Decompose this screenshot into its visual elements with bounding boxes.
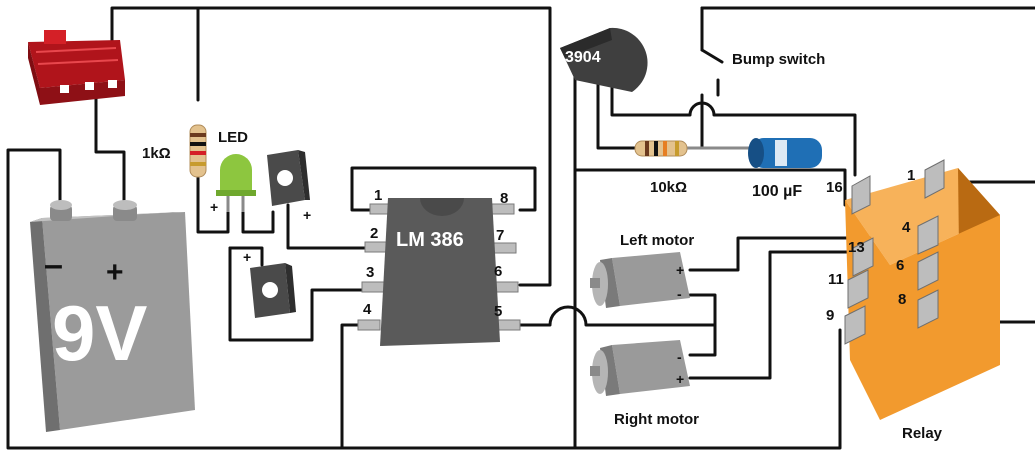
wires: [6, 6, 1035, 450]
right-motor-plus: +: [676, 371, 684, 387]
transistor-label: 3904: [565, 49, 601, 66]
wire-motor-link: [688, 323, 717, 357]
chip-pin-4: 4: [363, 301, 372, 318]
wire-switch-to-pin6: [110, 6, 552, 287]
relay-pin-6: 6: [896, 257, 904, 274]
resistor-1k-label: 1kΩ: [142, 145, 171, 162]
chip-pin-2: 2: [370, 225, 378, 242]
wire-1k-to-led: [196, 176, 230, 234]
relay-pin-1: 1: [907, 167, 915, 184]
wire-left-motor-plus: [688, 236, 917, 272]
light-sensor-bottom: [250, 263, 296, 318]
led-label: LED: [218, 129, 248, 146]
wire-pot2-top: [228, 246, 264, 267]
chip-pin-7: 7: [496, 227, 504, 244]
chip-pin-1: 1: [374, 187, 382, 204]
chip-pin-5: 5: [494, 303, 502, 320]
light-sensor-top: [267, 150, 310, 206]
relay-pin-13: 13: [848, 239, 865, 256]
sensor-bottom-plus: +: [243, 249, 251, 265]
resistor-10k-label: 10kΩ: [650, 179, 687, 196]
wire-led-to-pot: [241, 210, 275, 234]
wire-pin1-to-pin8: [350, 166, 537, 212]
lm386-chip: [357, 198, 521, 346]
wire-pin5-to-motors: [513, 293, 717, 327]
right-motor: [590, 340, 690, 396]
left-motor-plus: +: [676, 262, 684, 278]
left-motor: [590, 252, 690, 308]
resistor-10k: [634, 140, 750, 157]
relay-pin-16: 16: [826, 179, 843, 196]
right-motor-minus: -: [677, 349, 682, 365]
battery-plus: +: [106, 256, 124, 289]
left-motor-minus: -: [677, 286, 682, 302]
resistor-1k: [189, 124, 207, 178]
wire-transistor-base: [596, 78, 642, 150]
transistor-3904: [560, 27, 648, 93]
bump-switch-label: Bump switch: [732, 51, 825, 68]
chip-pin-6: 6: [494, 263, 502, 280]
relay-pin-9: 9: [826, 307, 834, 324]
sensor-top-plus: +: [303, 207, 311, 223]
wire-pot-to-pin2: [286, 203, 372, 250]
relay-label: Relay: [902, 425, 943, 442]
relay-pin-11: 11: [828, 271, 844, 288]
led-plus: +: [210, 199, 218, 215]
wire-pot2-to-pin3: [228, 246, 372, 342]
chip-pin-8: 8: [500, 190, 508, 207]
relay-pin-4: 4: [902, 219, 911, 236]
slide-switch: [28, 30, 125, 105]
left-motor-label: Left motor: [620, 232, 694, 249]
battery-minus: –: [44, 246, 63, 284]
relay: [844, 159, 1000, 420]
right-motor-label: Right motor: [614, 411, 699, 428]
wire-pin4-to-ground: [340, 323, 372, 450]
wire-switch-to-battery-plus: [94, 93, 126, 212]
capacitor-label: 100 µF: [752, 183, 802, 200]
wire-right-motor-plus: [688, 250, 857, 380]
battery-9v: [30, 200, 195, 432]
wire-ground: [6, 148, 842, 450]
chip-pin-3: 3: [366, 264, 374, 281]
capacitor-100uf: [748, 138, 822, 168]
chip-label: LM 386: [396, 229, 464, 251]
led: [216, 154, 256, 212]
bump-switch-lever: [700, 48, 724, 64]
wire-emitter-to-relay16: [573, 168, 847, 207]
battery-label: 9V: [52, 289, 147, 377]
relay-pin-8: 8: [898, 291, 906, 308]
